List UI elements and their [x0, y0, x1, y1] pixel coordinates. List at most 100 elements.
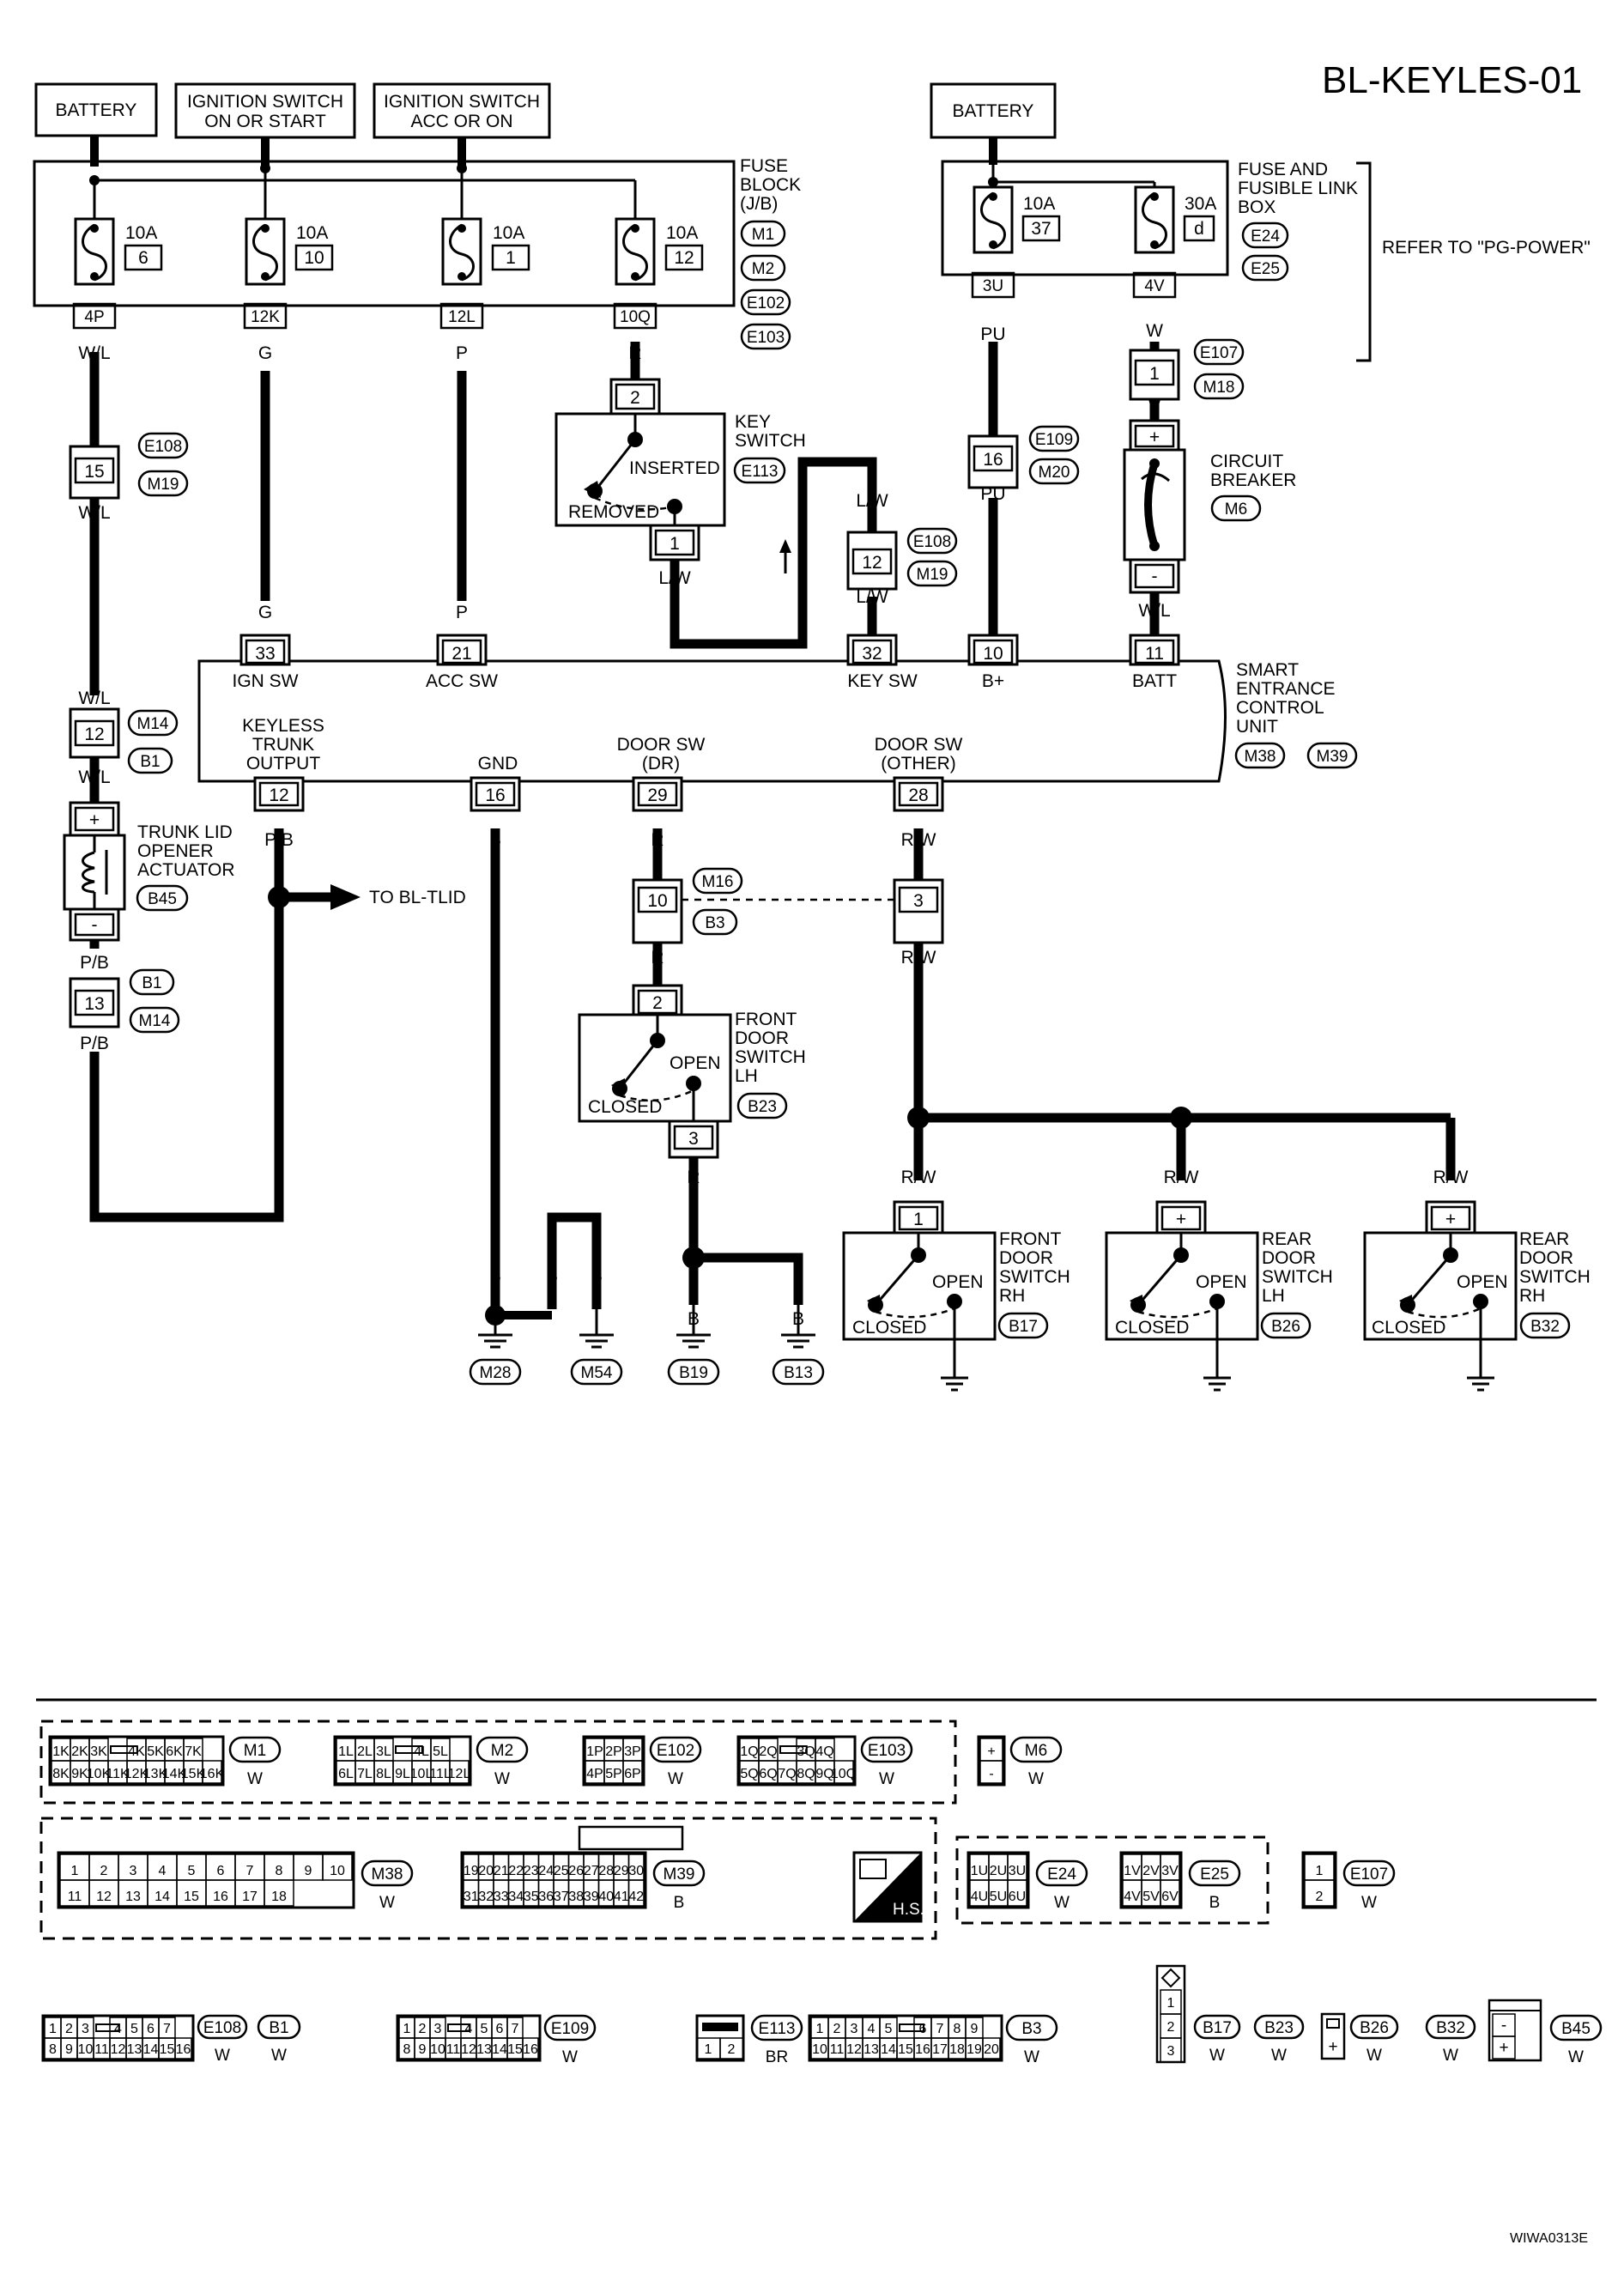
connector-b45-pin: + — [1499, 2039, 1508, 2057]
connector-e107-color: W — [1361, 1894, 1377, 1912]
connector-m38-pin: 7 — [246, 1864, 254, 1878]
connector-e109-color: W — [562, 2048, 578, 2066]
fuse-block-label-2: BLOCK — [740, 175, 801, 195]
terminal-4p: 4P — [84, 308, 104, 326]
svg-text:IGN SW: IGN SW — [233, 671, 299, 691]
svg-text:R/W: R/W — [1164, 1168, 1199, 1187]
connector-b1-id: B1 — [269, 2019, 288, 2037]
svg-text:3: 3 — [688, 1129, 699, 1149]
connector-e24-id: E24 — [1047, 1866, 1076, 1884]
rear-door-rh-label-1: REAR — [1519, 1229, 1569, 1249]
connector-b3-pin: 19 — [967, 2042, 982, 2057]
fusible-link-label-3: BOX — [1238, 197, 1276, 217]
connector-e109-lock-tab — [447, 2023, 471, 2032]
svg-text:G: G — [258, 343, 272, 363]
connector-e103-pin: 4Q — [815, 1744, 833, 1759]
connector-b26-id-oval — [1349, 2014, 1399, 2040]
connector-e24-color: W — [1054, 1894, 1070, 1912]
connector-m39-cavity — [627, 1879, 645, 1907]
connector-group-e24-frame — [955, 1835, 1270, 1925]
fuse-block-conn-2: M2 — [752, 260, 774, 278]
ground-points: M28 M54 B19 B13 — [469, 1305, 825, 1386]
connector-e113-color: BR — [766, 2048, 788, 2066]
connector-e107-id-oval — [1342, 1859, 1396, 1887]
connector-m2-pin: 12L — [448, 1767, 471, 1781]
svg-text:2: 2 — [630, 388, 640, 408]
svg-text:+: + — [1445, 1210, 1456, 1229]
connector-e25-id: E25 — [1200, 1866, 1229, 1884]
connector-m1-pin: 12K — [124, 1767, 149, 1781]
connector-e108-id: E108 — [203, 2019, 241, 2037]
svg-text:-: - — [1152, 567, 1158, 586]
connector-m1-pin: 1K — [52, 1744, 70, 1759]
connector-b3-pin: 9 — [971, 2022, 979, 2036]
connector-m39-pin: 22 — [508, 1864, 524, 1878]
svg-text:M20: M20 — [1039, 464, 1070, 482]
connector-e102-id: E102 — [657, 1742, 694, 1760]
front-door-lh-label-2: DOOR — [735, 1028, 789, 1048]
refer-bracket — [1356, 161, 1372, 362]
connector-m39-pin: 27 — [584, 1864, 599, 1878]
connector-b3-pin: 5 — [885, 2022, 893, 2036]
fuse-12l-amps: 10A — [493, 223, 524, 243]
connector-e102-color: W — [668, 1770, 683, 1788]
connector-e108-pin: 10 — [78, 2042, 94, 2057]
connector-e108-pin: 1 — [49, 2022, 57, 2036]
fuse-3u-amps: 10A — [1023, 194, 1055, 214]
key-switch-label-1: KEY — [735, 412, 771, 432]
connector-m1-pin: 11K — [106, 1767, 130, 1781]
svg-text:-: - — [92, 915, 98, 935]
connector-m38-pin: 1 — [71, 1864, 79, 1878]
fuse-10q — [615, 217, 656, 286]
connector-e109-pin: 8 — [403, 2042, 411, 2057]
connector-e24-housing — [967, 1851, 1030, 1909]
connector-m38-id-oval — [361, 1859, 414, 1887]
fusible-link-conn-2: E25 — [1251, 260, 1280, 278]
connector-m39-housing — [460, 1851, 647, 1909]
connector-e108-pin: 14 — [143, 2042, 159, 2057]
connector-group-row1-frame — [39, 1720, 957, 1805]
connector-b3-housing — [808, 2014, 1003, 2062]
connector-e25-pin: 5V — [1142, 1890, 1160, 1904]
svg-text:28: 28 — [908, 786, 928, 805]
inline-connector-1-w: 1 E107 M18 — [1129, 338, 1245, 401]
fuse-block-terminals — [72, 302, 657, 330]
door-switch-ground-icons — [941, 1376, 1494, 1392]
connector-m1-id: M1 — [244, 1742, 266, 1760]
svg-text:OUTPUT: OUTPUT — [246, 754, 321, 774]
connector-e108-id-oval — [197, 2014, 248, 2040]
connector-e113-cavity — [719, 2037, 744, 2060]
fuse-block-bus — [93, 179, 637, 219]
connector-e102-pin: 6P — [624, 1767, 641, 1781]
svg-text:R: R — [687, 1168, 700, 1187]
fuse-12l — [441, 217, 482, 286]
svg-text:TRUNK: TRUNK — [252, 735, 314, 755]
connector-e109-pin: 15 — [507, 2042, 523, 2057]
connector-e103-pin: 3Q — [797, 1744, 815, 1759]
connector-m38-pin: 11 — [68, 1890, 82, 1904]
connector-e103-pin: 6Q — [759, 1767, 777, 1781]
connector-e103-cavity — [833, 1760, 854, 1784]
connector-b3-pin: 4 — [868, 2022, 876, 2036]
svg-text:33: 33 — [255, 644, 275, 664]
connector-e102-pin: 2P — [605, 1744, 622, 1759]
svg-text:DOOR SW: DOOR SW — [875, 735, 963, 755]
connector-m2-pin: 8L — [376, 1767, 391, 1781]
svg-text:GND: GND — [478, 754, 518, 774]
svg-text:B3: B3 — [705, 914, 724, 932]
svg-text:R: R — [651, 948, 664, 968]
svg-text:L/W: L/W — [658, 568, 691, 588]
connector-e108-pin: 9 — [65, 2042, 73, 2057]
connector-e108-pin: 12 — [111, 2042, 126, 2057]
connector-m6-id-oval — [1009, 1736, 1063, 1763]
connector-group-row2-frame — [39, 1817, 937, 1940]
connector-e24-pin: 5U — [990, 1890, 1007, 1904]
svg-text:G: G — [258, 603, 272, 622]
front-door-rh-connector: B17 — [1009, 1318, 1038, 1336]
connector-b3-pin: 18 — [949, 2042, 965, 2057]
connector-m38-pin: 8 — [276, 1864, 283, 1878]
inline-connector-16-pu: 16 E109 M20 — [967, 425, 1080, 489]
connector-m38-pin: 15 — [184, 1890, 199, 1904]
svg-text:CLOSED: CLOSED — [1115, 1318, 1189, 1338]
